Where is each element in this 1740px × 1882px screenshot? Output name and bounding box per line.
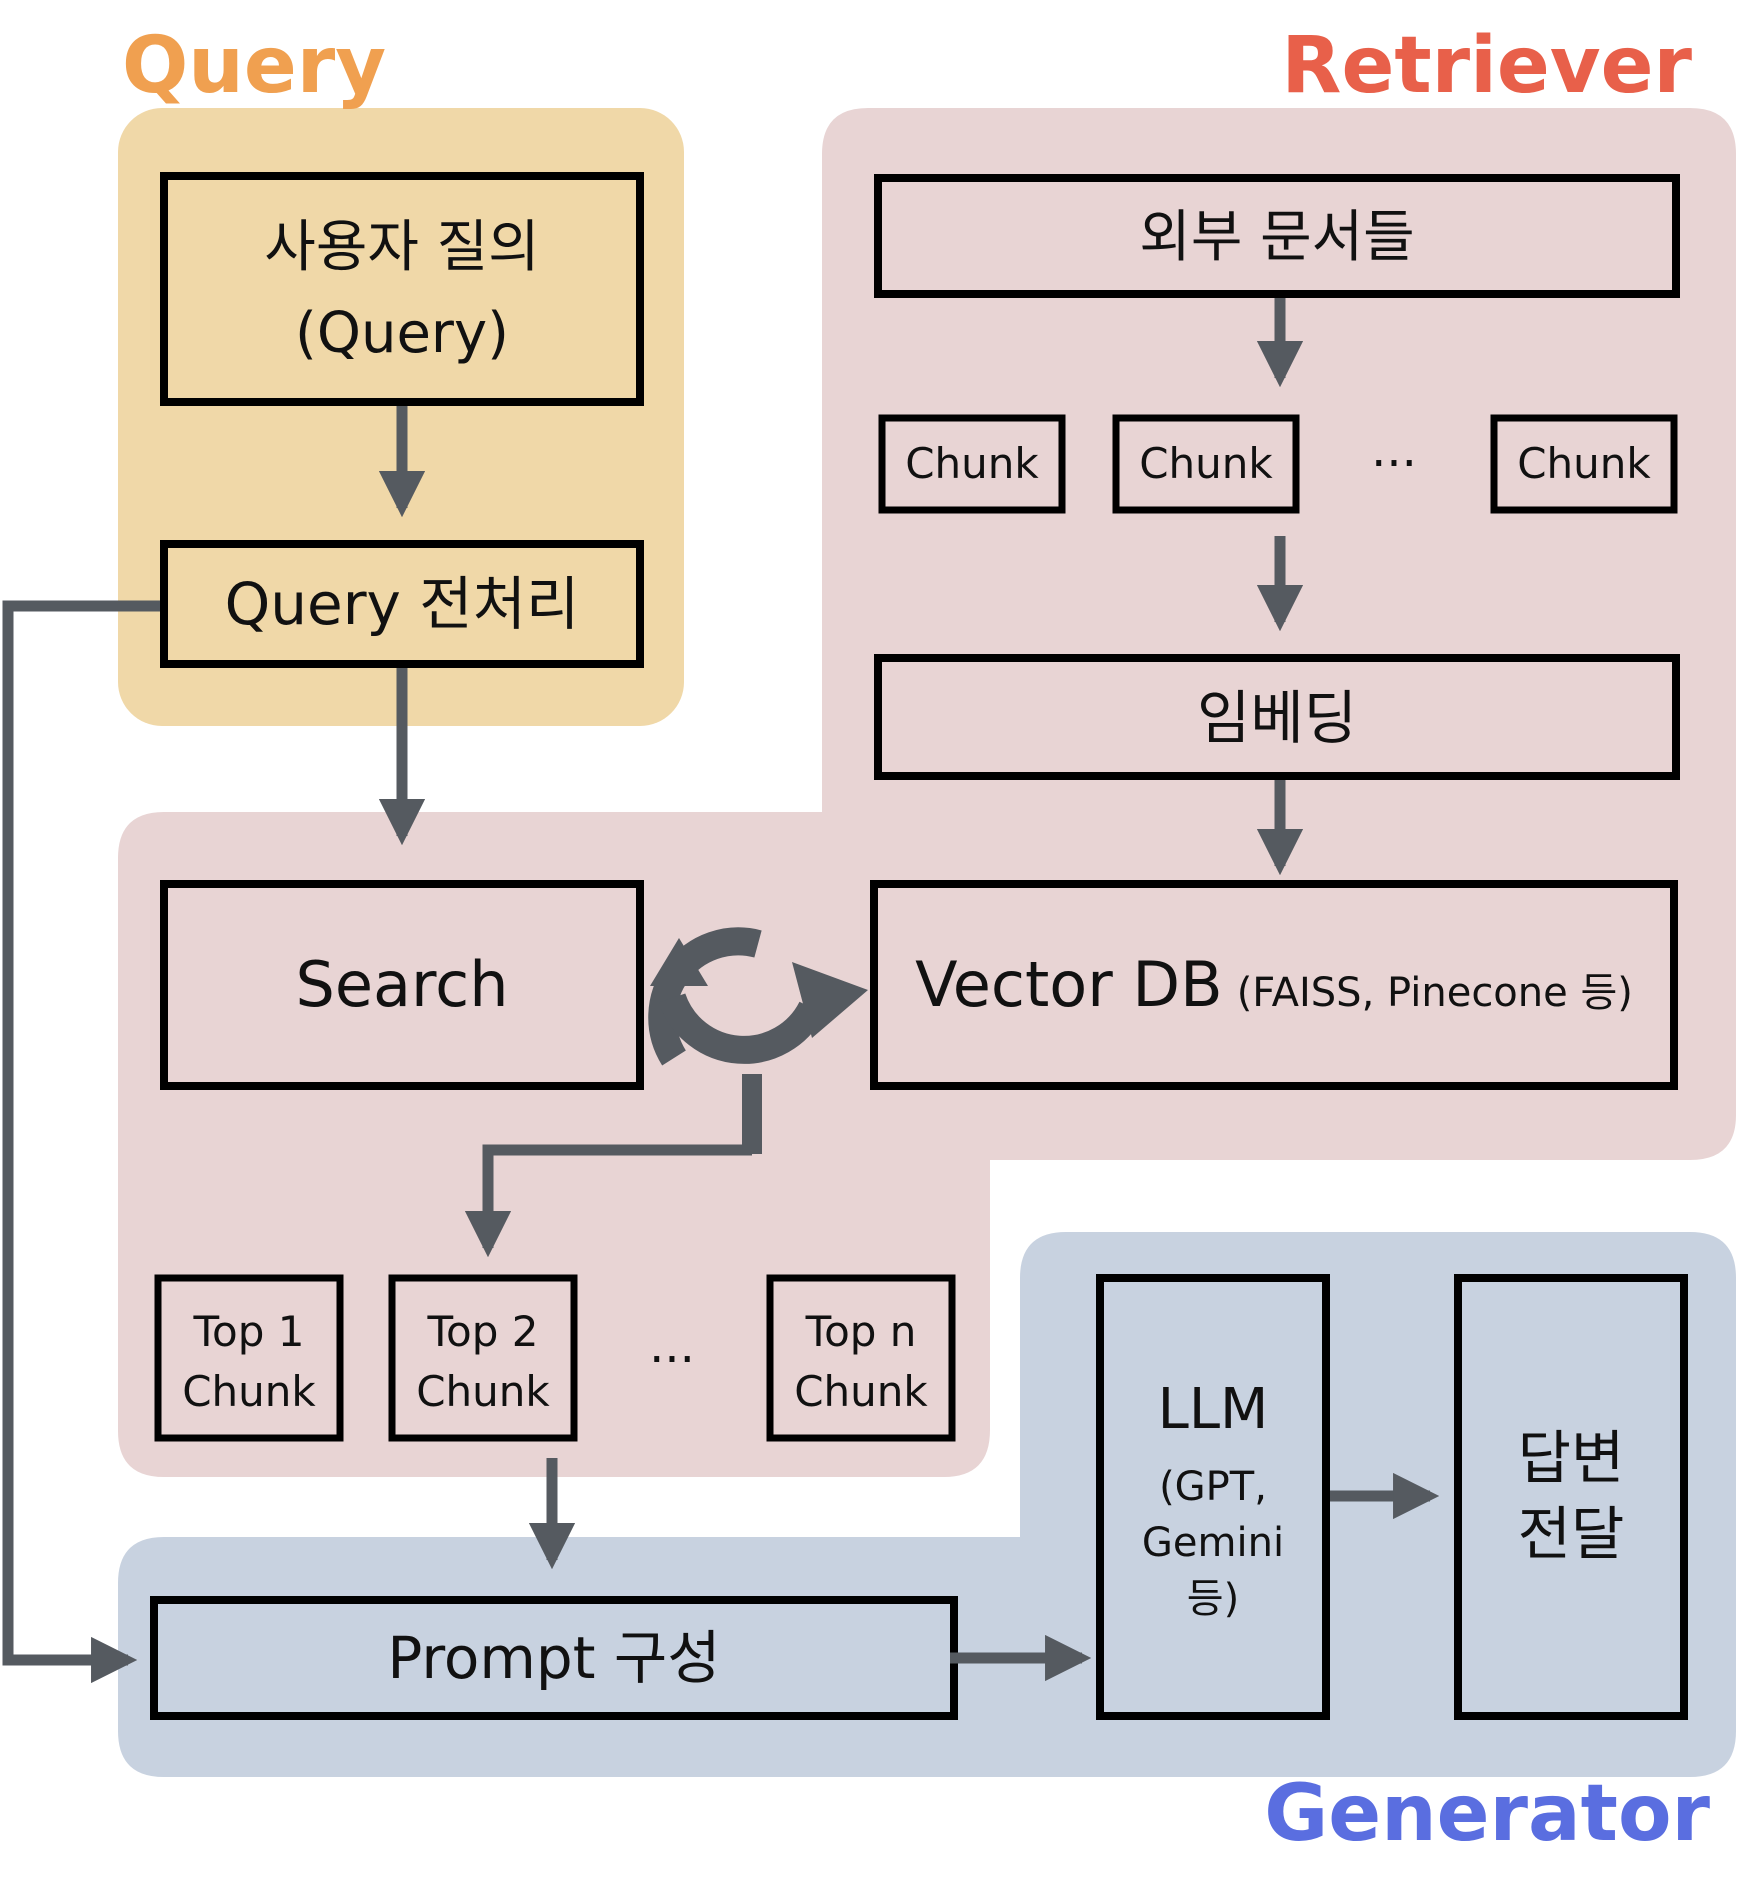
- vector-db-label: Vector DB (FAISS, Pinecone 등): [915, 948, 1633, 1021]
- top-chunk-line1: Top n: [805, 1307, 917, 1356]
- vector-db-main: Vector DB: [915, 948, 1223, 1021]
- chunk-label: Chunk: [1139, 439, 1273, 488]
- top-chunk-ellipsis: ···: [649, 1332, 695, 1388]
- llm-line4: 등): [1187, 1576, 1239, 1622]
- search-label: Search: [295, 948, 508, 1021]
- embedding-box: 임베딩: [874, 654, 1680, 780]
- arrow-sync-to-topchunks: [464, 1144, 752, 1258]
- embedding-label: 임베딩: [1197, 684, 1357, 752]
- query-preprocess-label: Query 전처리: [225, 570, 580, 638]
- vector-db-sub: (FAISS, Pinecone 등): [1237, 970, 1633, 1016]
- flow-arrows: [2, 298, 1440, 1684]
- user-query-line2: (Query): [295, 301, 509, 366]
- top-chunk-line2: Chunk: [794, 1367, 928, 1416]
- query-preprocess-box: Query 전처리: [160, 540, 644, 668]
- search-box: Search: [160, 880, 644, 1090]
- answer-line2: 전달: [1518, 1500, 1625, 1568]
- top-chunk-box: Top n Chunk: [766, 1274, 956, 1442]
- sync-icon: [648, 927, 868, 1154]
- chunk-ellipsis: ···: [1371, 436, 1417, 492]
- external-docs-label: 외부 문서들: [1139, 205, 1414, 270]
- llm-line2: (GPT,: [1159, 1464, 1267, 1510]
- top-chunk-box: Top 1 Chunk: [154, 1274, 344, 1442]
- llm-line3: Gemini: [1142, 1520, 1284, 1566]
- user-query-box: 사용자 질의 (Query): [160, 172, 644, 406]
- top-chunk-line2: Chunk: [416, 1367, 550, 1416]
- query-section-title: Query: [122, 21, 386, 111]
- top-chunk-line1: Top 1: [193, 1307, 305, 1356]
- chunk-label: Chunk: [905, 439, 1039, 488]
- top-chunk-line1: Top 2: [427, 1307, 539, 1356]
- chunk-label: Chunk: [1517, 439, 1651, 488]
- prompt-label: Prompt 구성: [387, 1624, 720, 1692]
- retriever-section-bg: [118, 108, 1736, 1477]
- llm-line1: LLM: [1158, 1377, 1269, 1442]
- arrow-preprocess-to-prompt: [2, 600, 160, 1684]
- retriever-section-title: Retriever: [1281, 21, 1692, 111]
- top-chunk-line2: Chunk: [182, 1367, 316, 1416]
- answer-box: 답변 전달: [1454, 1274, 1688, 1720]
- user-query-line1: 사용자 질의: [264, 215, 539, 280]
- chunk-box: Chunk: [878, 414, 1066, 514]
- external-docs-box: 외부 문서들: [874, 174, 1680, 298]
- answer-line1: 답변: [1518, 1424, 1625, 1492]
- vector-db-box: Vector DB (FAISS, Pinecone 등): [870, 880, 1678, 1090]
- llm-box: LLM (GPT, Gemini 등): [1096, 1274, 1330, 1720]
- top-chunk-box: Top 2 Chunk: [388, 1274, 578, 1442]
- prompt-box: Prompt 구성: [150, 1596, 958, 1720]
- chunk-box: Chunk: [1112, 414, 1300, 514]
- generator-section-title: Generator: [1264, 1769, 1710, 1859]
- chunk-box: Chunk: [1490, 414, 1678, 514]
